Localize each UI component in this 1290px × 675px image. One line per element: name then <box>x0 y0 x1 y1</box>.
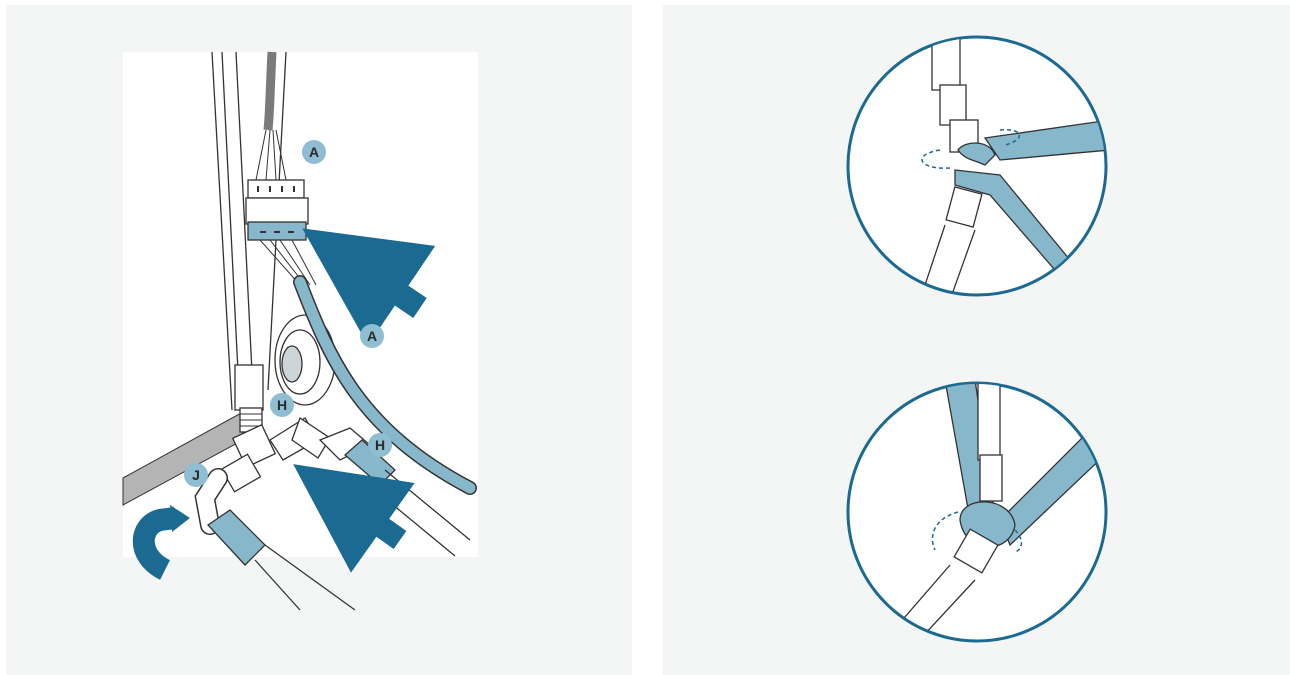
appliance-cabinet <box>123 52 478 557</box>
svg-text:A: A <box>309 144 319 160</box>
tighten-detail <box>848 380 1110 650</box>
power-cable <box>268 52 272 130</box>
svg-text:J: J <box>192 467 200 483</box>
callout-h-right: H <box>368 433 392 457</box>
callout-a-connector: A <box>302 140 326 164</box>
callout-a-cable: A <box>360 324 384 348</box>
callout-h-top: H <box>270 393 294 417</box>
svg-text:H: H <box>375 437 385 453</box>
svg-text:A: A <box>367 328 377 344</box>
callout-j: J <box>184 463 208 487</box>
svg-text:H: H <box>277 397 287 413</box>
loosen-detail <box>848 30 1110 300</box>
connector-plug <box>246 180 308 240</box>
